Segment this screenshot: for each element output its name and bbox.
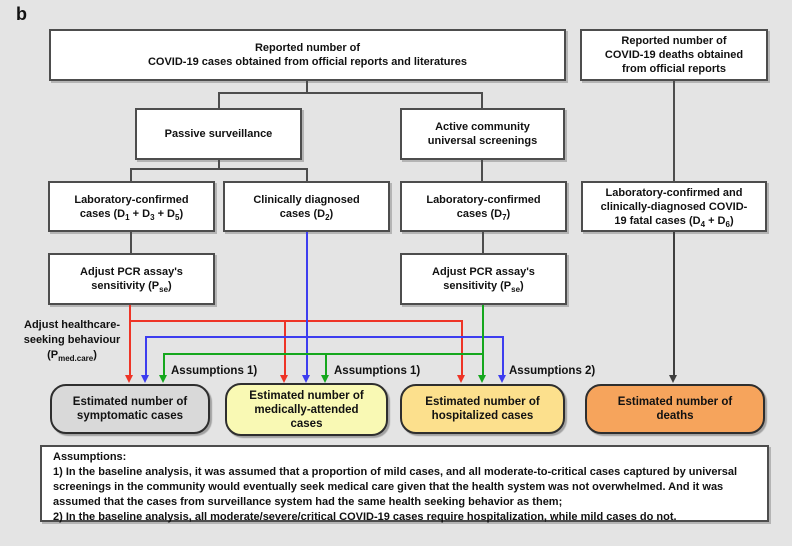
connector — [481, 92, 483, 109]
assumptions-box: Assumptions: 1) In the baseline analysis… — [40, 445, 769, 523]
edge-blue — [306, 232, 308, 376]
label-assumptions-2: Assumptions 2) — [509, 365, 595, 377]
figure-label: b — [16, 4, 27, 24]
edge-green — [482, 305, 484, 376]
edge-blue — [145, 336, 504, 338]
node-passive-surveillance: Passive surveillance — [135, 108, 302, 160]
arrowhead-red-icon — [280, 375, 288, 383]
label-assumptions-1-right: Assumptions 1) — [334, 365, 420, 377]
assumptions-item-1: 1) In the baseline analysis, it was assu… — [53, 466, 738, 508]
label-assumptions-2-text: Assumptions 2) — [509, 365, 596, 377]
assumptions-title: Assumptions: — [53, 451, 127, 463]
arrowhead-blue-icon — [498, 375, 506, 383]
connector — [130, 168, 308, 170]
connector-deaths — [673, 232, 675, 376]
connector — [673, 81, 675, 182]
label-adjust-healthcare-text: Adjust healthcare-seeking behaviour(Pmed… — [23, 319, 121, 364]
connector — [218, 160, 220, 170]
connector — [306, 168, 308, 182]
connector — [306, 81, 308, 93]
connector — [130, 168, 132, 182]
label-assumptions-1-left-text: Assumptions 1) — [171, 365, 258, 377]
arrowhead-green-icon — [478, 375, 486, 383]
connector — [481, 160, 483, 182]
connector — [482, 232, 484, 254]
arrowhead-green-icon — [159, 375, 167, 383]
edge-blue — [145, 336, 147, 376]
edge-red — [284, 320, 286, 376]
edge-red — [129, 320, 463, 322]
arrowhead-blue-icon — [302, 375, 310, 383]
connector — [130, 232, 132, 254]
label-assumptions-1-left: Assumptions 1) — [171, 365, 257, 377]
arrowhead-blue-icon — [141, 375, 149, 383]
arrowhead-red-icon — [125, 375, 133, 383]
connector — [218, 92, 483, 94]
label-adjust-healthcare: Adjust healthcare-seeking behaviour(Pmed… — [14, 318, 130, 363]
edge-green — [325, 353, 327, 376]
edge-red — [129, 305, 131, 376]
node-passive-surveillance-label: Passive surveillance — [164, 128, 273, 140]
edge-blue — [502, 336, 504, 376]
arrowhead-red-icon — [457, 375, 465, 383]
label-assumptions-1-right-text: Assumptions 1) — [334, 365, 421, 377]
arrowhead-green-icon — [321, 375, 329, 383]
connector — [218, 92, 220, 109]
edge-green — [163, 353, 165, 376]
edge-green — [163, 353, 484, 355]
arrowhead-dark-icon — [669, 375, 677, 383]
edge-red — [461, 320, 463, 376]
assumptions-item-2: 2) In the baseline analysis, all moderat… — [53, 511, 677, 523]
